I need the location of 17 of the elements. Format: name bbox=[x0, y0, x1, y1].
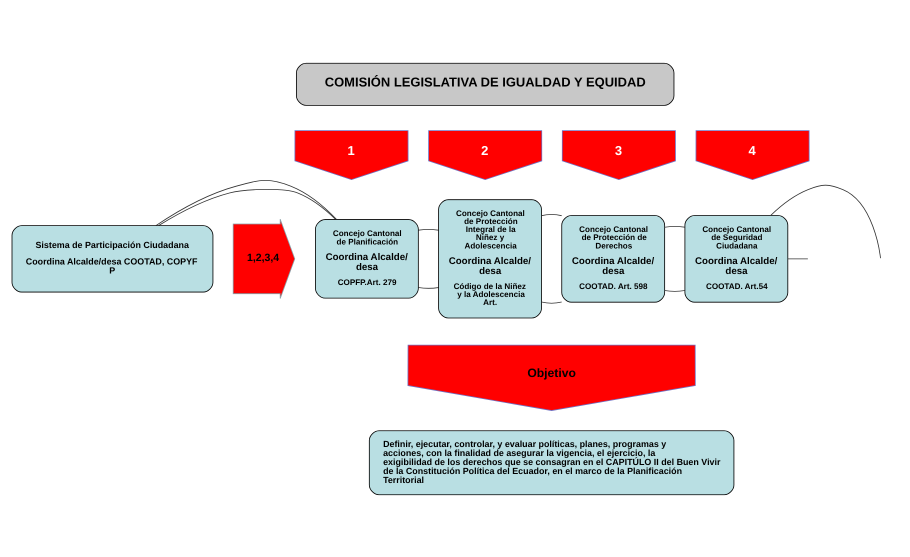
node-box: Concejo Cantonal de Protección Integral de la Niñez y Adolescencia Coordina Alcalde/ desa Código de la Niñez y la Adolescencia Art. bbox=[438, 198, 542, 318]
node-box: Concejo Cantonal de Seguridad Ciudadana Coordina Alcalde/ desa COOTAD. Art.54 bbox=[684, 214, 788, 302]
node-box: COMISIÓN LEGISLATIVA DE IGUALDAD Y EQUIDAD bbox=[296, 62, 674, 106]
connector bbox=[418, 286, 439, 288]
connector bbox=[787, 258, 808, 259]
connector bbox=[664, 225, 686, 228]
connector bbox=[770, 184, 881, 258]
connector bbox=[156, 180, 338, 226]
connector bbox=[418, 228, 439, 230]
node-box: Concejo Cantonal de Protección de Derechos Coordina Alcalde/ desa COOTAD. Art. 598 bbox=[561, 214, 666, 302]
node-box: Definir, ejecutar, controlar, y evaluar políticas, planes, programas y acciones, con la finalidad de asegurar la vigencia, el ejercicio, la exigibilidad de los derechos que se consagran en el CAPITÚLO II del Buen Vivir de la Constitución Política del Ecuador, en el marco de la Planificación Territorial bbox=[368, 430, 734, 495]
connector bbox=[541, 301, 562, 304]
node-box: Concejo Cantonal de Planificación Coordina Alcalde/ desa COPFP.Art. 279 bbox=[315, 218, 419, 298]
node-box: Sistema de Participación Ciudadana Coordina Alcalde/desa COOTAD, COPYF P bbox=[12, 224, 214, 292]
connector bbox=[158, 188, 336, 226]
connector bbox=[541, 214, 562, 216]
connector bbox=[664, 290, 686, 292]
